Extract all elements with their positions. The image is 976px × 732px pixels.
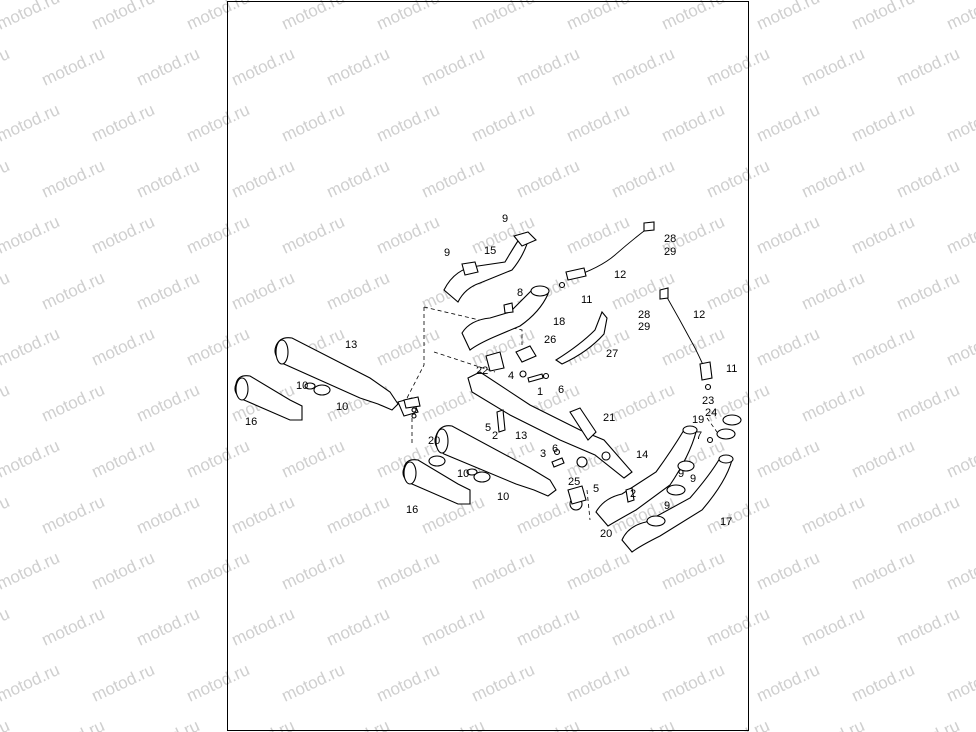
callout-15: 15 <box>484 245 496 257</box>
callout-14: 14 <box>636 449 648 461</box>
callout-19: 19 <box>692 414 704 426</box>
callout-10: 10 <box>457 468 469 480</box>
mounting-bracket <box>467 371 633 479</box>
clamps <box>304 382 491 483</box>
callout-18: 18 <box>553 316 565 328</box>
callout-16: 16 <box>406 504 418 516</box>
callout-4: 4 <box>508 370 514 382</box>
callout-8: 8 <box>517 287 523 299</box>
lower-muffler <box>434 425 587 511</box>
callout-20: 20 <box>428 435 440 447</box>
callout-25: 25 <box>568 476 580 488</box>
callout-9: 9 <box>690 473 696 485</box>
callout-11: 11 <box>581 294 592 306</box>
callout-5: 5 <box>593 483 599 495</box>
callout-9: 9 <box>678 468 684 480</box>
assembly-lines <box>405 306 718 521</box>
callout-20: 20 <box>600 528 612 540</box>
callout-16: 16 <box>245 416 257 428</box>
right-header-pipes <box>595 425 734 553</box>
heat-shield <box>554 310 608 365</box>
callout-22: 22 <box>476 365 488 377</box>
callout-12: 12 <box>614 269 626 281</box>
rear-header-pipe <box>461 285 550 351</box>
callout-13: 13 <box>345 339 357 351</box>
callout-2: 2 <box>492 430 498 442</box>
callout-3: 3 <box>540 448 546 460</box>
callout-29: 29 <box>638 321 650 333</box>
lower-muffler-tip <box>402 459 471 505</box>
callout-labels: 9 9 15 28 29 12 8 11 18 28 29 12 13 26 2… <box>245 213 737 540</box>
callout-17: 17 <box>720 516 732 528</box>
oxygen-sensor-right <box>659 287 713 391</box>
gaskets <box>706 414 742 444</box>
callout-29: 29 <box>664 246 676 258</box>
callout-10: 10 <box>497 491 509 503</box>
callout-2: 2 <box>630 488 636 500</box>
callout-23: 23 <box>702 395 714 407</box>
callout-5: 5 <box>485 422 491 434</box>
callout-13: 13 <box>515 430 527 442</box>
callout-27: 27 <box>606 348 618 360</box>
callout-10: 10 <box>296 380 308 392</box>
callout-6: 6 <box>552 443 558 455</box>
callout-1: 1 <box>537 386 543 398</box>
callout-28: 28 <box>638 309 650 321</box>
upper-muffler-tip <box>234 375 303 421</box>
callout-26: 26 <box>544 334 556 346</box>
oxygen-sensor-upper <box>558 221 655 289</box>
callout-21: 21 <box>603 412 615 424</box>
callout-28: 28 <box>664 233 676 245</box>
diagram-frame <box>227 1 749 731</box>
callout-9: 9 <box>444 247 450 259</box>
callout-9: 9 <box>664 500 670 512</box>
callout-9: 9 <box>502 213 508 225</box>
front-header-pipe <box>443 231 537 303</box>
callout-11: 11 <box>726 363 737 375</box>
small-hardware <box>403 396 635 503</box>
callout-24: 24 <box>705 407 717 419</box>
callout-12: 12 <box>693 309 705 321</box>
callout-10: 10 <box>336 401 348 413</box>
bracket-hardware <box>485 345 550 383</box>
callout-6: 6 <box>558 384 564 396</box>
callout-7: 7 <box>696 430 702 442</box>
